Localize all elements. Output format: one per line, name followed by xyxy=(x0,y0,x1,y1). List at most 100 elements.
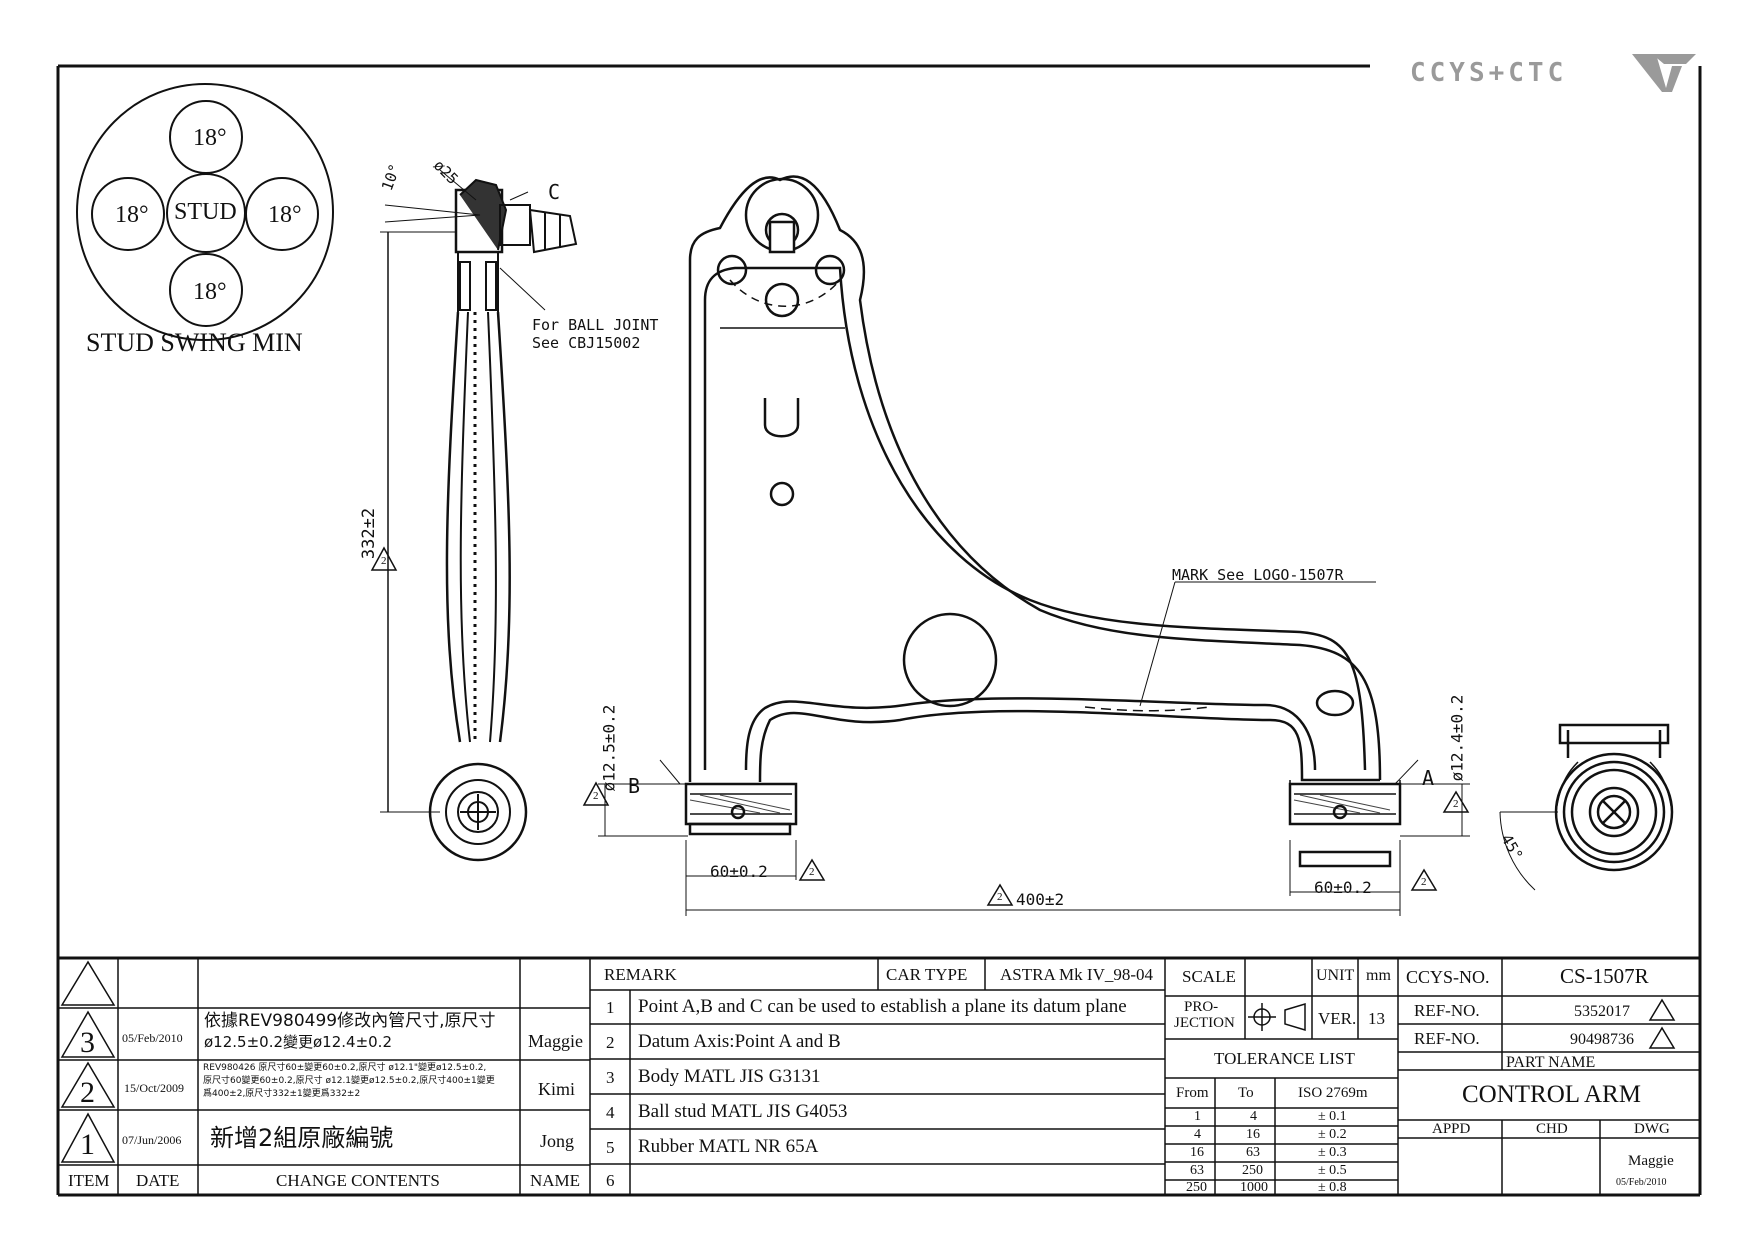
tol-to-2: 16 xyxy=(1246,1127,1260,1142)
remark-text-3: Body MATL JIS G3131 xyxy=(638,1066,821,1087)
logo-text: CCYS+CTC xyxy=(1410,58,1568,88)
point-c-label: C xyxy=(548,180,561,204)
ccys-no-label: CCYS-NO. xyxy=(1406,967,1490,987)
remark-num-4: 4 xyxy=(606,1103,615,1122)
unit-value: mm xyxy=(1366,967,1391,984)
end-view-bushing xyxy=(1499,723,1674,891)
car-type-label: CAR TYPE xyxy=(886,965,968,984)
swing-angle-left: 18° xyxy=(115,202,149,228)
remark-text-5: Rubber MATL NR 65A xyxy=(638,1136,819,1157)
scale-label: SCALE xyxy=(1182,967,1236,986)
tol-val-2: ± 0.2 xyxy=(1318,1127,1347,1142)
tol-header-from: From xyxy=(1176,1085,1209,1101)
rev-date-3: 05/Feb/2010 xyxy=(122,1031,183,1045)
tri-mark-4: 2 xyxy=(1421,876,1427,888)
ball-joint-note-1: For BALL JOINT xyxy=(532,316,659,334)
rev-item-1: 1 xyxy=(80,1128,95,1161)
rev-header-name: NAME xyxy=(530,1171,581,1190)
dwg-label: DWG xyxy=(1634,1121,1670,1137)
remark-num-2: 2 xyxy=(606,1033,615,1052)
tol-val-5: ± 0.8 xyxy=(1318,1180,1347,1195)
rev-contents-1: 新增2組原廠編號 xyxy=(210,1124,394,1152)
rev-name-1: Jong xyxy=(540,1131,575,1151)
dim-left-bush: ø12.5±0.2 xyxy=(599,704,619,792)
part-name-value: CONTROL ARM xyxy=(1462,1081,1641,1108)
rev-date-1: 07/Jun/2006 xyxy=(122,1133,182,1147)
tol-from-3: 16 xyxy=(1190,1145,1204,1160)
tol-from-1: 1 xyxy=(1194,1109,1201,1124)
swing-angle-bottom: 18° xyxy=(193,279,227,305)
rev-contents-2c: 爲400±2,原尺寸332±1變更爲332±2 xyxy=(203,1089,361,1099)
ccys-no-value: CS-1507R xyxy=(1560,964,1649,988)
front-view-dimensions xyxy=(598,581,1470,916)
rev-contents-3b: ø12.5±0.2變更ø12.4±0.2 xyxy=(204,1033,392,1051)
stud-swing-diagram xyxy=(76,83,334,341)
projection-label-2: JECTION xyxy=(1174,1015,1235,1031)
swing-angle-right: 18° xyxy=(268,202,302,228)
point-b-label: B xyxy=(628,774,641,798)
side-view-link xyxy=(380,169,578,862)
company-logo: CCYS+CTC xyxy=(1410,54,1710,96)
mark-logo-note: MARK See LOGO-1507R xyxy=(1172,566,1344,584)
remark-num-3: 3 xyxy=(606,1068,615,1087)
remark-num-1: 1 xyxy=(606,998,615,1017)
ref-no-label-2: REF-NO. xyxy=(1414,1029,1480,1048)
dim-left-width: 60±0.2 xyxy=(710,862,768,881)
chd-label: CHD xyxy=(1536,1121,1568,1137)
rev-name-2: Kimi xyxy=(538,1079,576,1099)
rev-contents-2b: 原尺寸60變更60±0.2,原尺寸 ø12.1變更ø12.5±0.2,原尺寸40… xyxy=(203,1076,495,1086)
rev-contents-2a: REV980426 原尺寸60±變更60±0.2,原尺寸 ø12.1"變更ø12… xyxy=(203,1063,487,1073)
ball-joint-note-2: See CBJ15002 xyxy=(532,334,641,352)
unit-label: UNIT xyxy=(1316,967,1355,984)
ver-value: 13 xyxy=(1368,1009,1385,1028)
logo-emblem-icon xyxy=(1632,54,1696,92)
dim-right-bush: ø12.4±0.2 xyxy=(1447,694,1467,782)
triangle-markers xyxy=(370,546,1470,906)
rev-header-contents: CHANGE CONTENTS xyxy=(276,1171,440,1190)
dim-right-width: 60±0.2 xyxy=(1314,878,1372,897)
tol-val-4: ± 0.5 xyxy=(1318,1163,1347,1178)
tol-to-5: 1000 xyxy=(1240,1180,1268,1195)
car-type-value: ASTRA Mk IV_98-04 xyxy=(1000,965,1154,984)
tol-to-3: 63 xyxy=(1246,1145,1260,1160)
part-name-label: PART NAME xyxy=(1506,1054,1596,1071)
title-block-grid xyxy=(58,958,1700,1195)
stud-swing-title: STUD SWING MIN xyxy=(86,328,303,357)
tol-to-4: 250 xyxy=(1242,1163,1263,1178)
remark-num-5: 5 xyxy=(606,1138,615,1157)
tri-mark-2: 2 xyxy=(593,790,599,802)
tol-from-2: 4 xyxy=(1194,1127,1201,1142)
remark-text-4: Ball stud MATL JIS G4053 xyxy=(638,1101,848,1122)
ref-no-value-2: 90498736 xyxy=(1570,1031,1634,1048)
tol-from-4: 63 xyxy=(1190,1163,1204,1178)
front-view-arm xyxy=(684,175,1402,868)
rev-item-2: 2 xyxy=(80,1076,95,1109)
swing-angle-top: 18° xyxy=(193,125,227,151)
rev-contents-3a: 依據REV980499修改內管尺寸,原尺寸 xyxy=(204,1011,496,1031)
tri-mark-1: 2 xyxy=(381,555,387,567)
tol-val-3: ± 0.3 xyxy=(1318,1145,1347,1160)
tol-header-to: To xyxy=(1238,1085,1254,1101)
dim-length-332: 332±2 xyxy=(359,507,380,560)
drawn-date: 05/Feb/2010 xyxy=(1616,1177,1667,1188)
remark-num-6: 6 xyxy=(606,1171,615,1190)
ref-no-label-1: REF-NO. xyxy=(1414,1001,1480,1020)
tol-from-5: 250 xyxy=(1186,1180,1207,1195)
point-a-label: A xyxy=(1422,766,1435,790)
rev-header-item: ITEM xyxy=(68,1171,110,1190)
remark-text-1: Point A,B and C can be used to establish… xyxy=(638,996,1127,1017)
tolerance-title: TOLERANCE LIST xyxy=(1214,1049,1355,1068)
tol-to-1: 4 xyxy=(1250,1109,1257,1124)
swing-center-label: STUD xyxy=(174,199,237,225)
dim-overall: 400±2 xyxy=(1016,890,1065,909)
tri-mark-6: 2 xyxy=(1453,798,1459,810)
projection-label-1: PRO- xyxy=(1184,999,1219,1015)
tri-mark-5: 2 xyxy=(997,891,1003,903)
rev-name-3: Maggie xyxy=(528,1031,583,1051)
tri-mark-3: 2 xyxy=(809,866,815,878)
remark-text-2: Datum Axis:Point A and B xyxy=(638,1031,841,1052)
rev-header-date: DATE xyxy=(136,1171,180,1190)
drawn-by: Maggie xyxy=(1628,1153,1674,1169)
ver-label: VER. xyxy=(1318,1009,1357,1028)
